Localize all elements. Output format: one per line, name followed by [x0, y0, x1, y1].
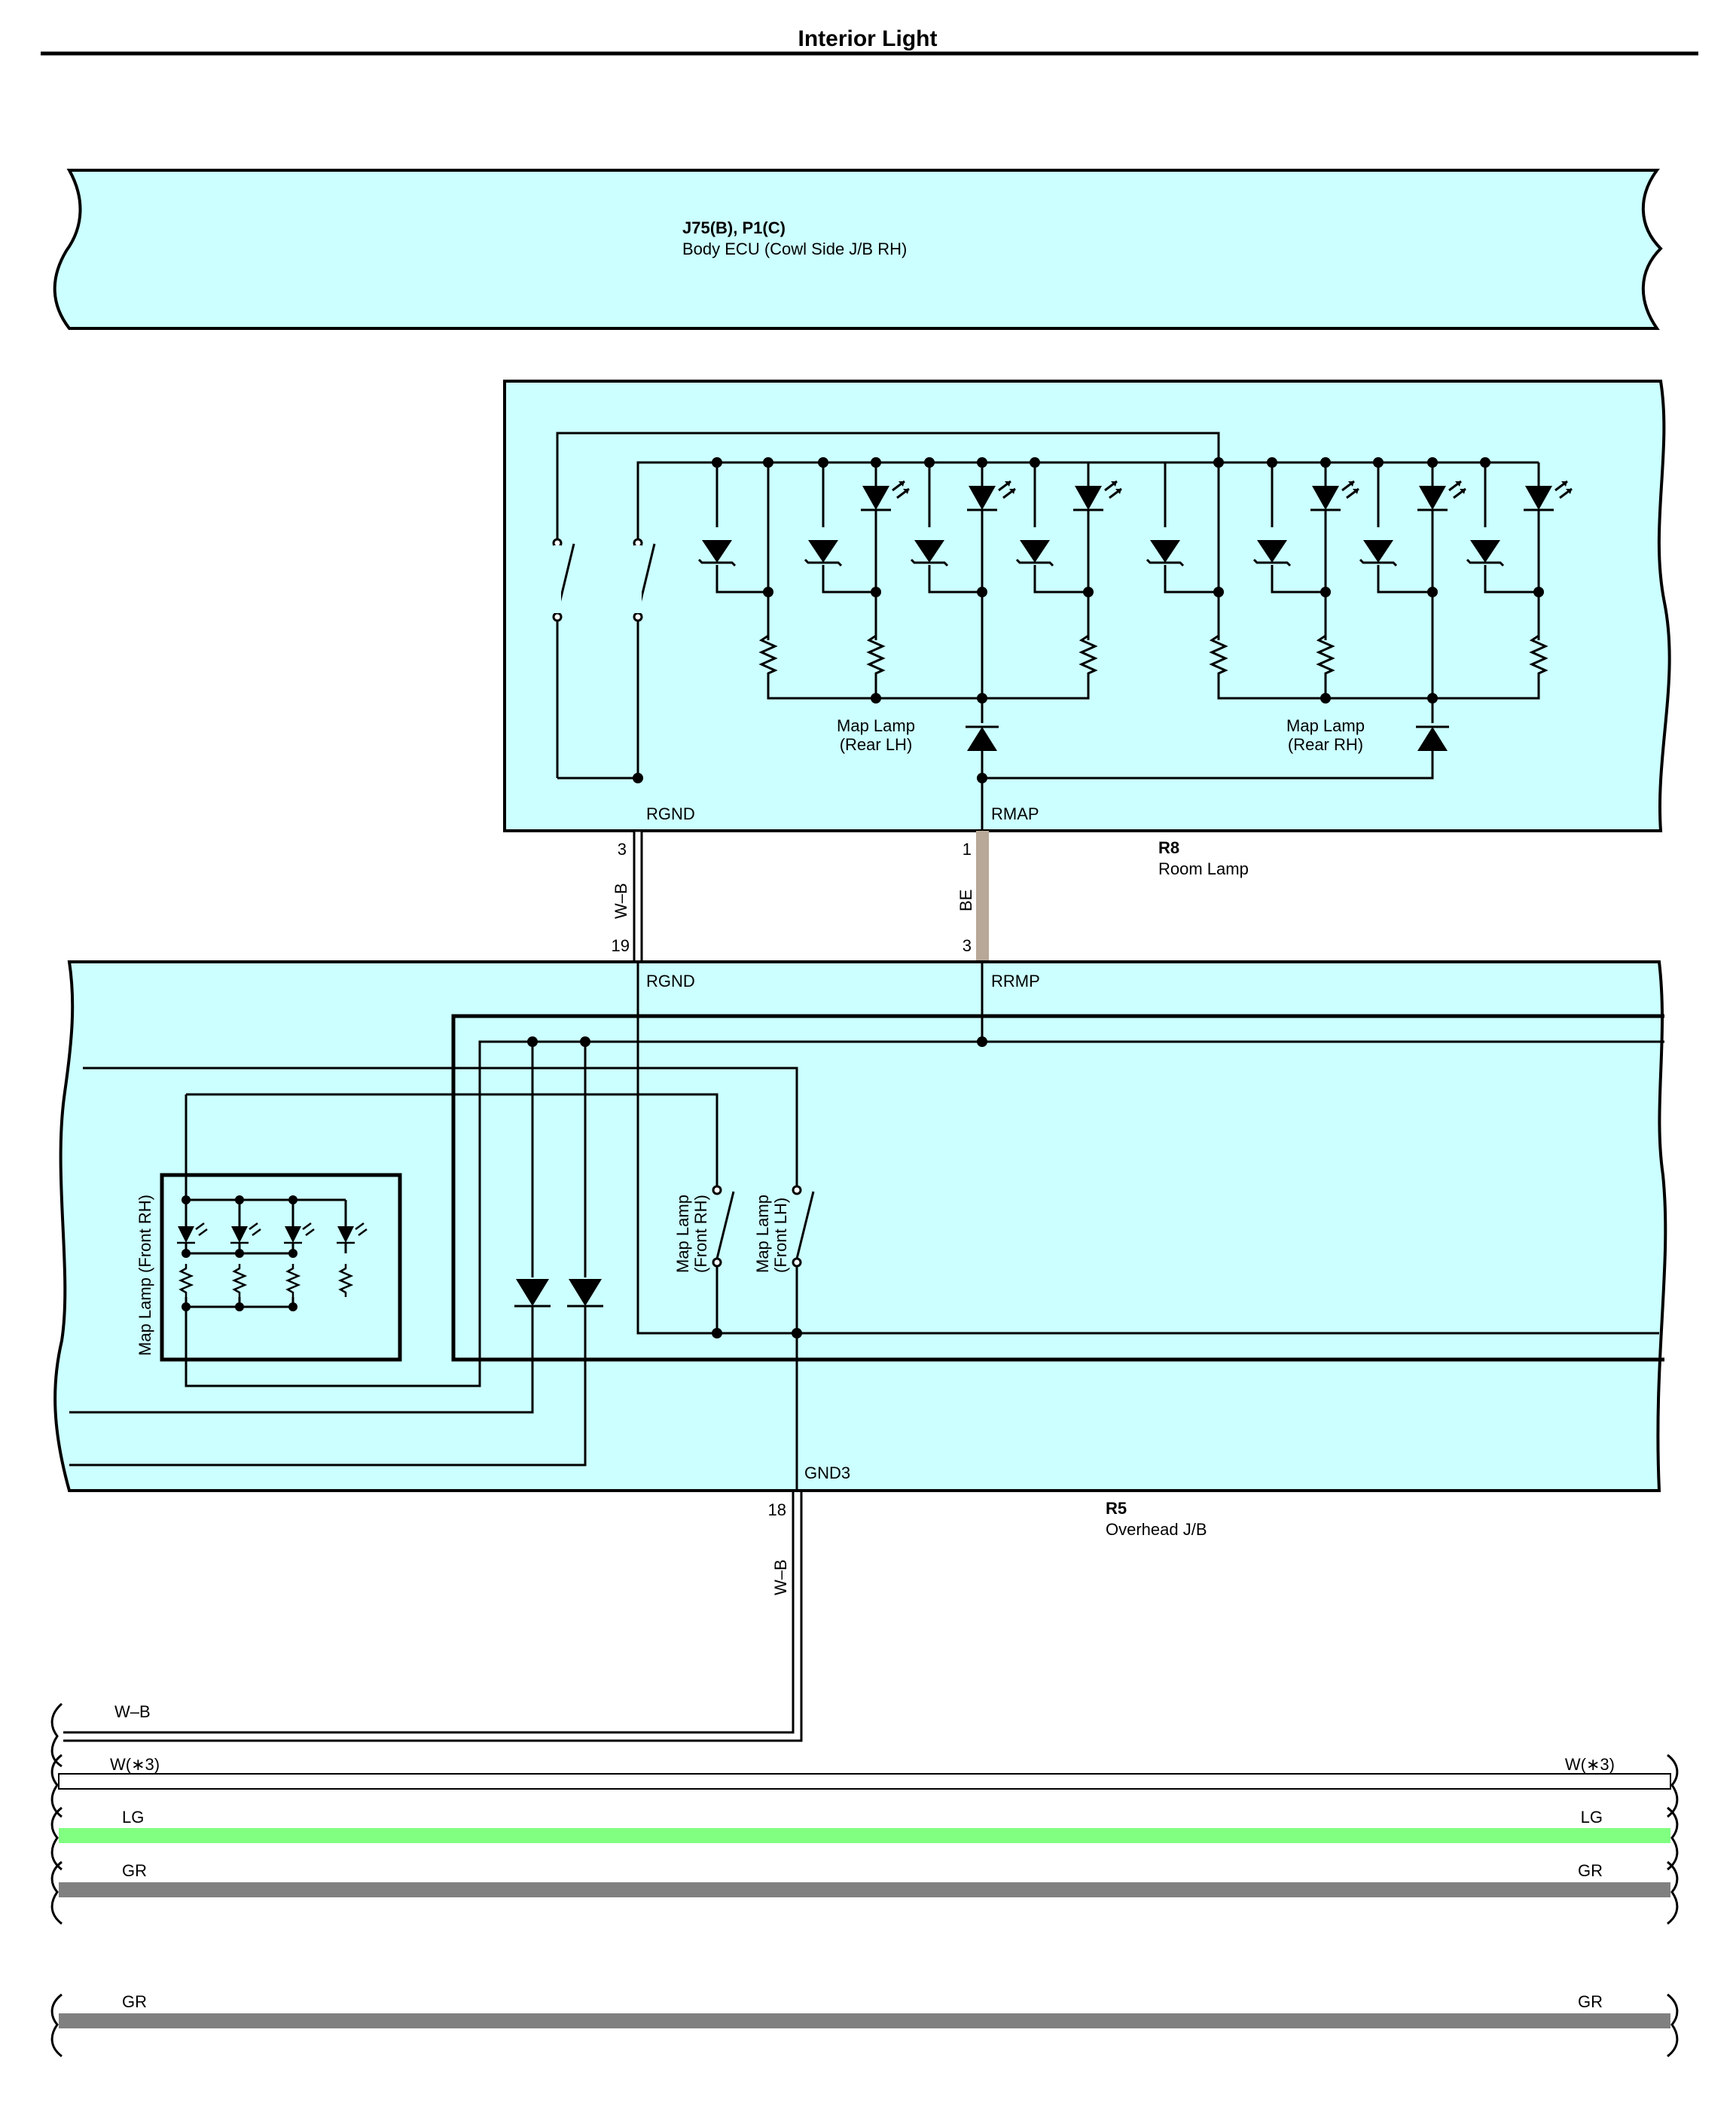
r5-code: R5 [1106, 1499, 1127, 1518]
bus-label-gr2-right: GR [1578, 1992, 1603, 2011]
pin-1-r8: 1 [963, 840, 972, 859]
r8-terminal-rgnd: RGND [646, 804, 695, 823]
pin-18: 18 [768, 1500, 786, 1519]
map-lamp-front-rh-box-label: Map Lamp (Front RH) [136, 1195, 154, 1356]
room-lamp-box [503, 380, 1671, 832]
bus-label-w-left: W(∗3) [110, 1755, 160, 1774]
bus-wires [50, 1702, 1679, 2058]
rear-lh-circuit [697, 457, 1123, 831]
bus-label-lg-right: LG [1581, 1808, 1603, 1827]
map-lamp-rear-lh-sub: (Rear LH) [840, 735, 913, 754]
map-lamp-front-rh-switch-label: Map Lamp [673, 1195, 692, 1273]
pin-3-r8: 3 [618, 840, 627, 859]
r8-code: R8 [1158, 838, 1179, 857]
wire-color-be: BE [956, 890, 975, 911]
wire-color-wb-1: W–B [612, 883, 630, 919]
map-lamp-front-lh-switch-sub: (Front LH) [771, 1198, 790, 1273]
rear-rh-circuit [982, 457, 1573, 780]
wire-color-wb-2: W–B [771, 1559, 790, 1595]
map-lamp-rear-rh-sub: (Rear RH) [1288, 735, 1363, 754]
r5-terminal-rgnd: RGND [646, 972, 695, 990]
overhead-jb-circuit [69, 962, 1664, 1491]
body-ecu-name: Body ECU (Cowl Side J/B RH) [682, 240, 907, 258]
body-ecu-box [53, 169, 1663, 330]
map-lamp-front-lh-switch-label: Map Lamp [753, 1195, 772, 1273]
bus-label-wb: W–B [114, 1702, 151, 1721]
page-title: Interior Light [798, 26, 938, 51]
bus-label-w-right: W(∗3) [1565, 1755, 1615, 1774]
wire-wb-gnd3 [63, 1491, 795, 1734]
r5-terminal-rrmp: RRMP [991, 972, 1040, 990]
r8-terminal-rmap: RMAP [991, 804, 1039, 823]
pin-19-r5: 19 [612, 936, 630, 955]
bus-label-gr2-left: GR [122, 1992, 147, 2011]
wire-wb-rgnd [633, 829, 643, 963]
r5-name: Overhead J/B [1106, 1520, 1207, 1539]
r8-name: Room Lamp [1158, 859, 1249, 878]
map-lamp-front-rh-switch-sub: (Front RH) [691, 1195, 710, 1273]
body-ecu-code: J75(B), P1(C) [682, 218, 786, 237]
map-lamp-rear-lh-label: Map Lamp [837, 716, 915, 735]
pin-3-r5: 3 [963, 936, 972, 955]
map-lamp-rear-rh-label: Map Lamp [1286, 716, 1365, 735]
bus-label-gr-left: GR [122, 1861, 147, 1880]
bus-label-gr-right: GR [1578, 1861, 1603, 1880]
r5-terminal-gnd3: GND3 [804, 1463, 850, 1482]
wire-be-rmap [976, 831, 989, 962]
bus-label-lg-left: LG [122, 1808, 144, 1827]
